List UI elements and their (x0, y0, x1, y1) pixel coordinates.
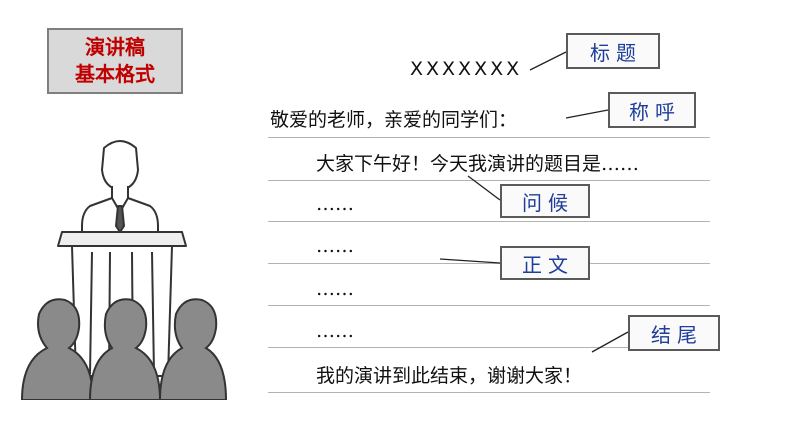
label-ending: 结尾 (628, 315, 720, 351)
speech-salutation: 敬爱的老师，亲爱的同学们： (270, 109, 518, 131)
ruled-line (268, 305, 710, 306)
ruled-line (268, 392, 710, 393)
speech-greeting: 大家下午好！今天我演讲的题目是…… (316, 153, 640, 175)
badge-line-1: 演讲稿 (85, 35, 145, 59)
speech-title: XXXXXXX (410, 58, 523, 80)
label-salutation: 称呼 (608, 92, 696, 128)
body-line-1: …… (316, 193, 354, 215)
body-line-4: …… (316, 320, 354, 342)
ruled-line (268, 137, 710, 138)
body-line-3: …… (316, 278, 354, 300)
speaker-podium-illustration (20, 140, 227, 400)
ruled-line (268, 263, 710, 264)
ruled-line (268, 347, 710, 348)
format-badge: 演讲稿 基本格式 (47, 28, 183, 94)
badge-line-2: 基本格式 (75, 62, 155, 86)
label-greeting: 问候 (500, 184, 590, 218)
ruled-line (268, 180, 710, 181)
label-body: 正文 (500, 246, 590, 280)
label-title: 标题 (566, 33, 660, 69)
body-line-2: …… (316, 235, 354, 257)
ruled-line (268, 221, 710, 222)
speech-closing: 我的演讲到此结束，谢谢大家！ (316, 365, 583, 387)
